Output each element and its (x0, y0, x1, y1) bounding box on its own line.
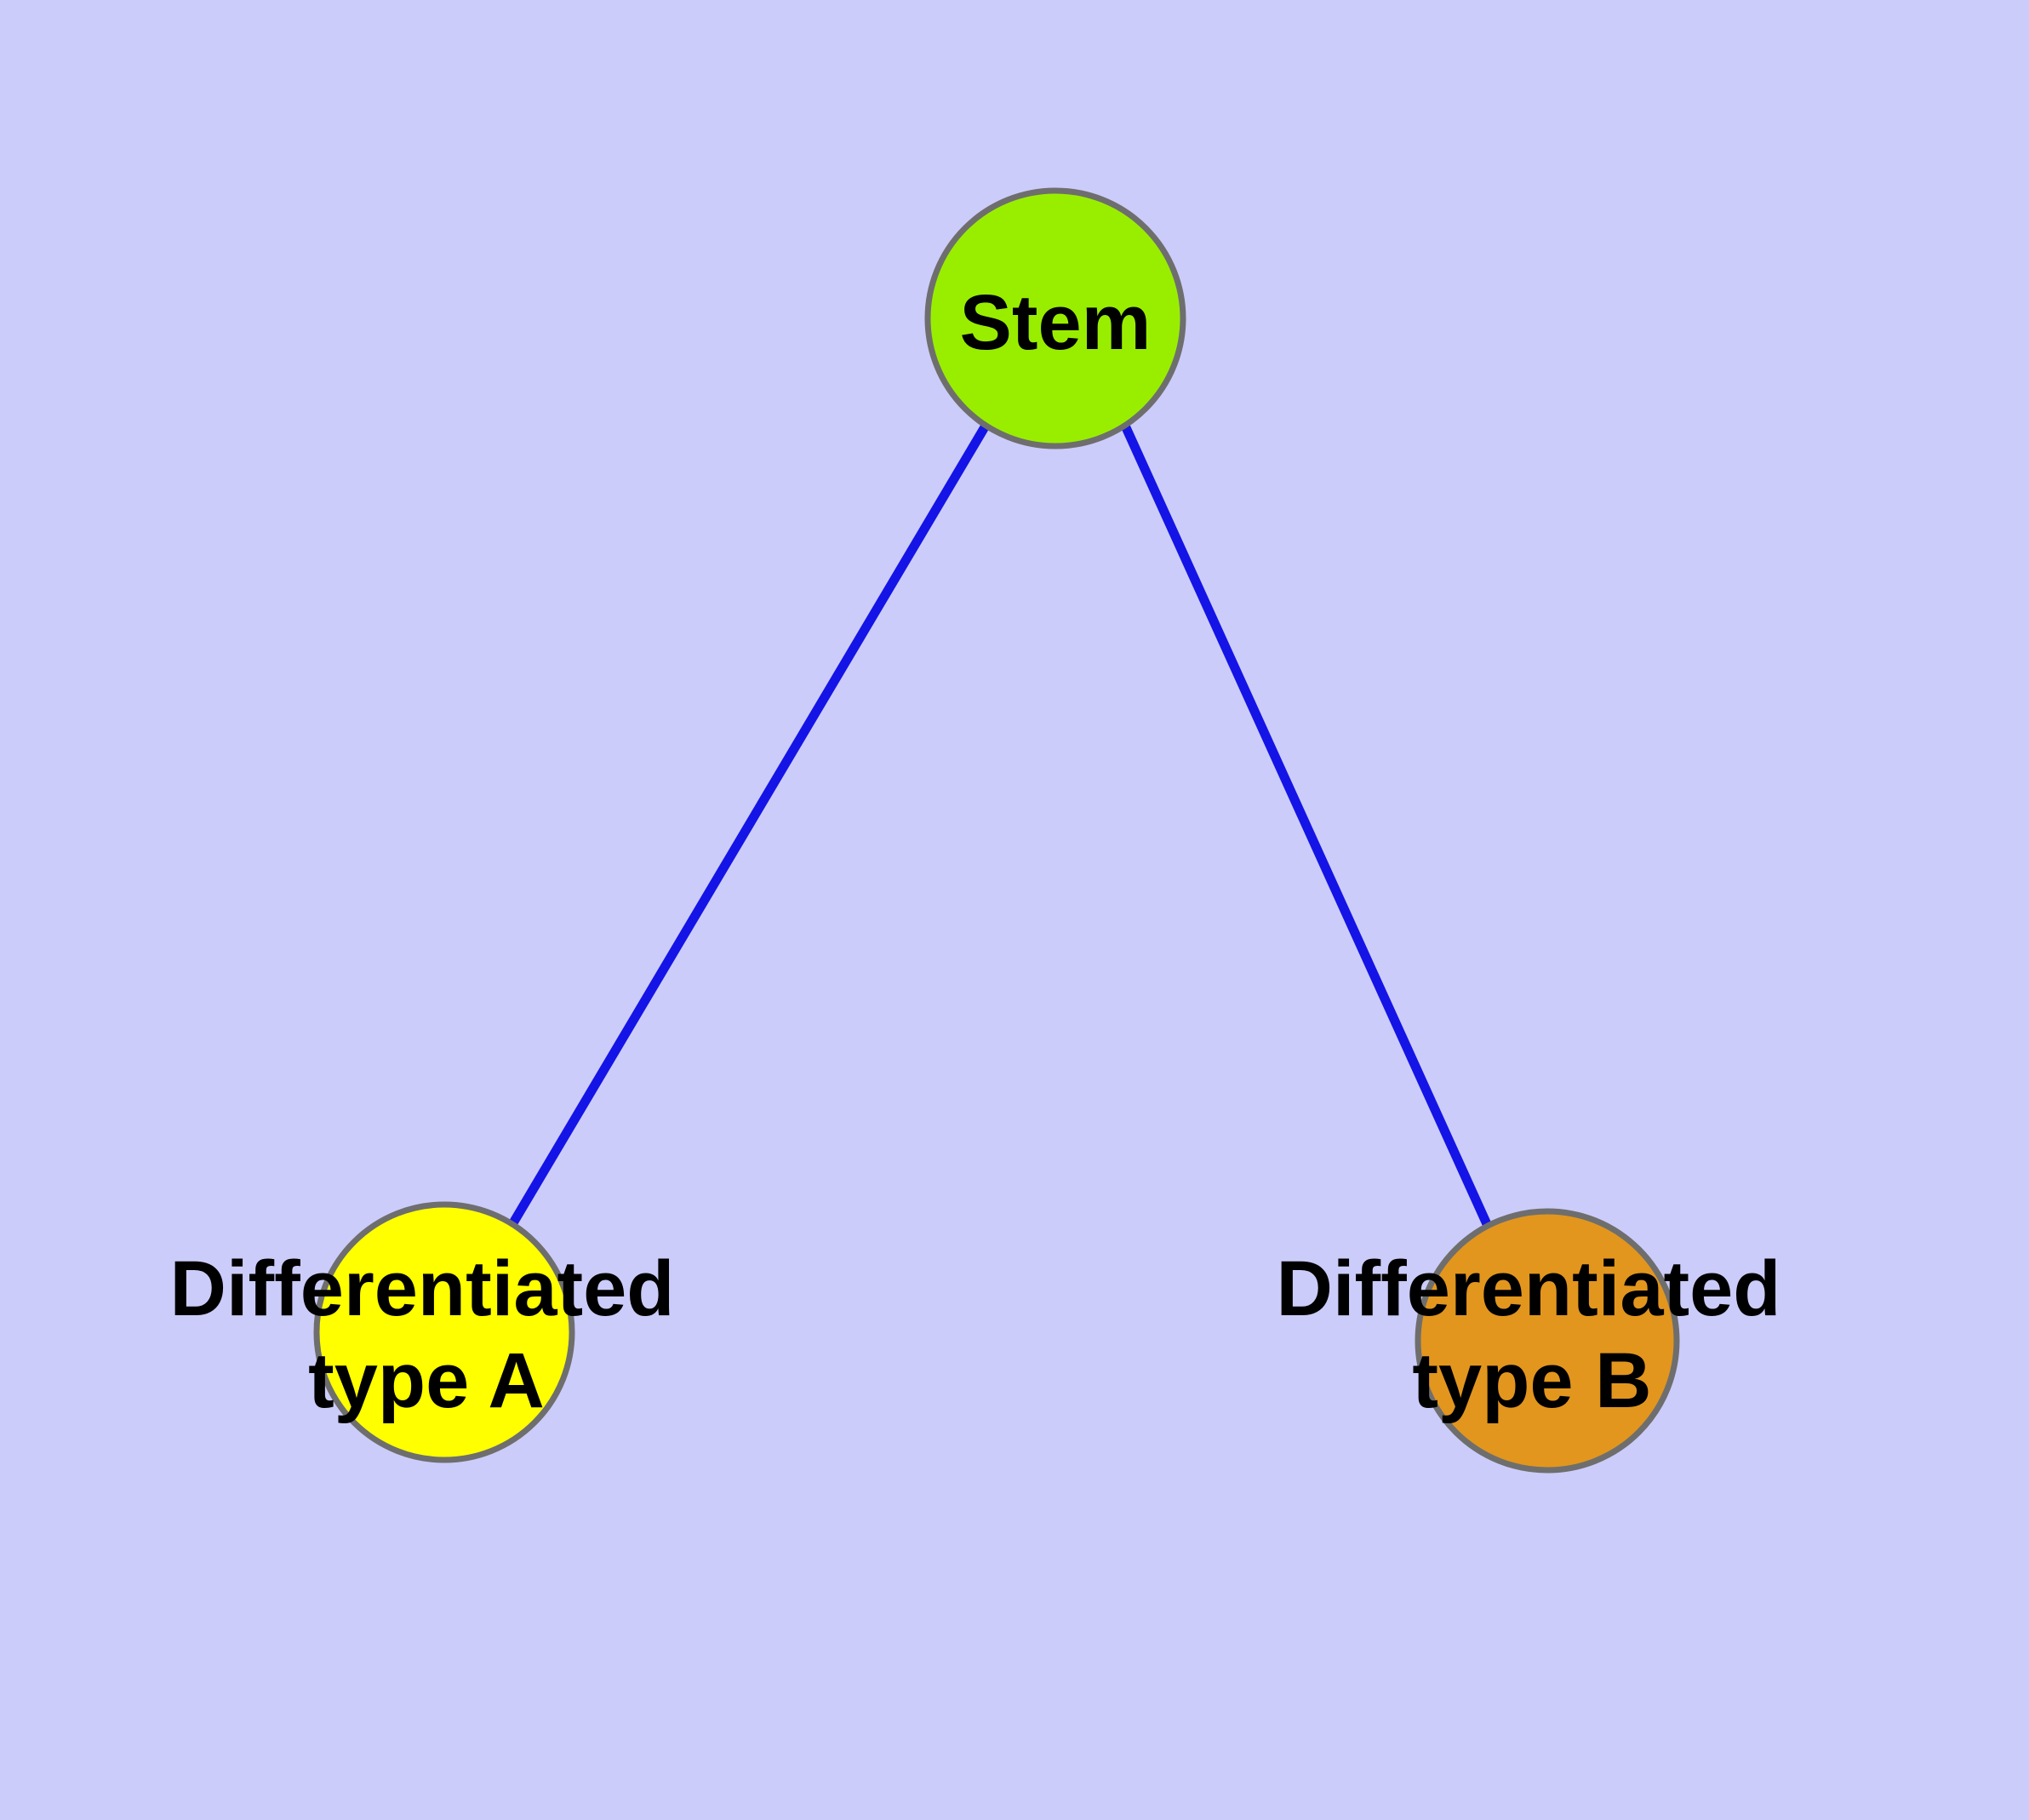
differentiated-type-a-label-line2: type A (308, 1337, 545, 1424)
edge-layer (507, 423, 1492, 1228)
label-layer: Stem Differentiated type A Differentiate… (170, 279, 1781, 1424)
edge-stem-to-differentiated-type-b[interactable] (1120, 423, 1492, 1227)
node-differentiated-type-b[interactable] (1415, 1208, 1680, 1474)
stem-node-label: Stem (960, 279, 1152, 366)
edge-stem-to-differentiated-type-a[interactable] (507, 423, 990, 1228)
differentiated-type-a-label-line1: Differentiated (170, 1245, 675, 1332)
stem-node-circle[interactable] (924, 187, 1186, 449)
differentiated-type-a-node-circle[interactable] (313, 1201, 575, 1463)
differentiated-type-b-node-circle[interactable] (1415, 1208, 1680, 1474)
node-differentiated-type-a[interactable] (313, 1201, 575, 1463)
differentiated-type-b-label-line1: Differentiated (1277, 1245, 1781, 1332)
differentiated-type-b-label-line2: type B (1412, 1337, 1651, 1424)
node-layer (313, 187, 1680, 1474)
node-stem[interactable] (924, 187, 1186, 449)
